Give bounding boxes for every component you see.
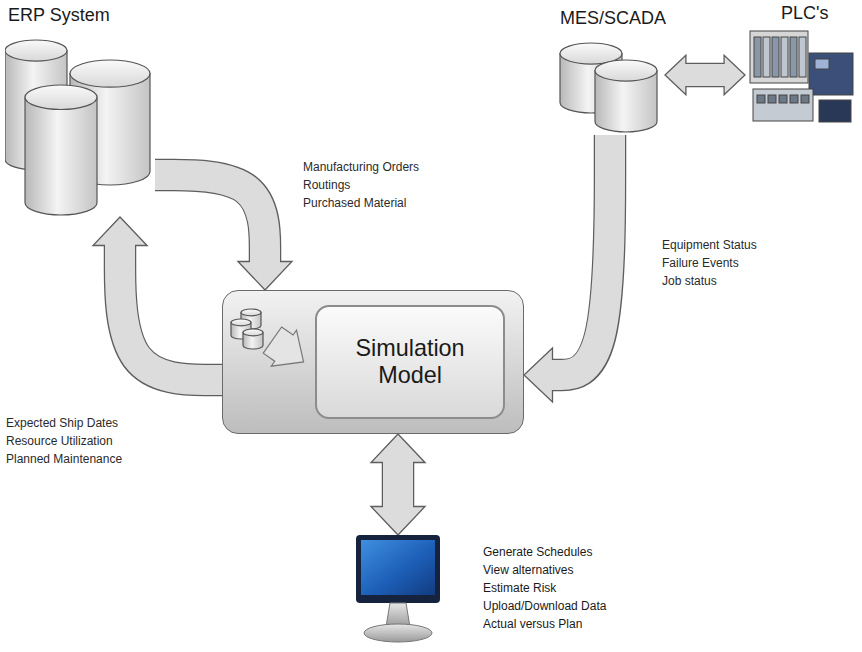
function-item: Generate Schedules: [483, 545, 592, 559]
arrow-head: [371, 434, 425, 463]
node-illustration: [350, 535, 446, 645]
plc-terminal: [801, 95, 809, 103]
plc-module: [781, 37, 788, 77]
plc-terminal: [790, 95, 798, 103]
plc-display: [815, 59, 829, 69]
data-flow-arrow: [93, 217, 222, 380]
cylinder-top: [595, 60, 657, 81]
cylinder-body: [25, 97, 97, 215]
user-workstation: Generate SchedulesView alternativesEstim…: [350, 535, 446, 645]
data-flow-item: Routings: [303, 178, 350, 192]
data-flow-item: Resource Utilization: [6, 434, 113, 448]
cylinder-top: [243, 329, 263, 336]
arrow-head: [238, 262, 292, 291]
data-flow-arrow: [665, 55, 745, 95]
monitor-bezel: [356, 535, 440, 603]
inner-panel: Simulation Model: [315, 305, 505, 419]
arrow-body: [684, 64, 725, 86]
arrow-head: [524, 348, 553, 402]
system-heading: ERP System: [8, 5, 110, 27]
data-flow-item: Job status: [662, 274, 717, 288]
node-title: Simulation Model: [317, 331, 503, 393]
cylinder-top: [25, 85, 97, 109]
function-item: Actual versus Plan: [483, 617, 582, 631]
arrow-body: [155, 175, 265, 263]
cylinder-top: [231, 319, 251, 326]
cylinder-top: [70, 60, 150, 87]
plc-rack: [750, 31, 808, 83]
plc-module: [790, 37, 797, 77]
process-box: Simulation Model: [222, 290, 524, 434]
plc-terminal: [757, 95, 765, 103]
plc-module: [772, 37, 779, 77]
monitor-base: [364, 624, 432, 642]
plc-module: [763, 37, 770, 77]
plc-module: [799, 37, 806, 77]
database-stack: MES/SCADA: [555, 5, 665, 135]
cylinder-top: [5, 40, 67, 61]
arrow-head: [93, 217, 147, 246]
data-flow-item: Manufacturing Orders: [303, 160, 419, 174]
plc-terminal: [779, 95, 787, 103]
data-flow-arrow: [524, 135, 610, 402]
system-heading: PLC's: [781, 3, 828, 25]
arrow-body: [120, 244, 222, 380]
plc-terminal: [768, 95, 776, 103]
arrow-body: [383, 461, 413, 508]
arrow-body: [551, 135, 610, 375]
function-item: View alternatives: [483, 563, 574, 577]
arrow-head: [724, 55, 745, 95]
plc-controller: [809, 53, 853, 95]
plc-small-unit: [819, 100, 851, 122]
data-flow-item: Failure Events: [662, 256, 739, 270]
data-flow-item: Equipment Status: [662, 238, 757, 252]
node-illustration: [5, 5, 155, 217]
plc-hardware: PLC's: [745, 3, 857, 128]
node-illustration: [223, 291, 315, 435]
inner-exchange-arrow: [260, 322, 315, 380]
data-flow-item: Purchased Material: [303, 196, 406, 210]
arrow-head: [371, 507, 425, 536]
plc-module: [754, 37, 761, 77]
data-flow-arrow: [155, 175, 292, 290]
data-flow-item: Expected Ship Dates: [6, 416, 118, 430]
arrow-head: [665, 55, 686, 95]
data-flow-item: Planned Maintenance: [6, 452, 122, 466]
monitor-screen: [361, 540, 435, 595]
cylinder-top: [241, 309, 261, 316]
function-item: Upload/Download Data: [483, 599, 606, 613]
database-stack: ERP System: [5, 5, 155, 217]
function-item: Estimate Risk: [483, 581, 556, 595]
monitor-neck: [386, 603, 410, 627]
data-flow-arrow: [371, 434, 425, 535]
system-heading: MES/SCADA: [560, 8, 666, 30]
plc-io-block: [753, 89, 813, 121]
